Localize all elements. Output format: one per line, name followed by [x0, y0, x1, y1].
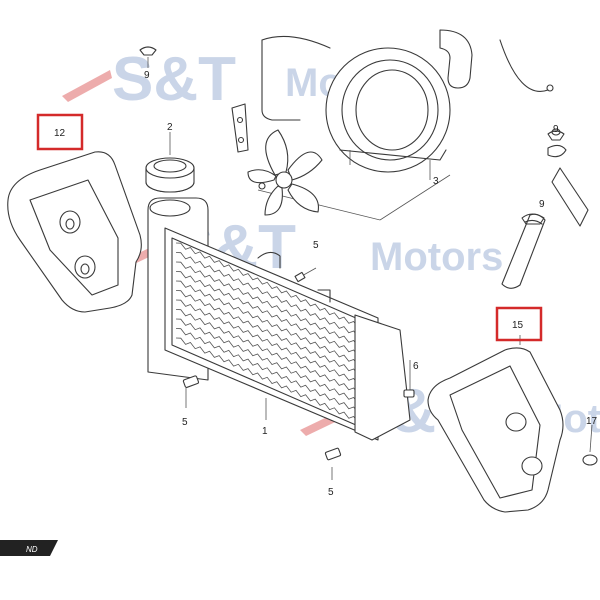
callout-5-bottom: 5: [328, 487, 334, 498]
radiator-fin-row: [175, 318, 369, 409]
bolt-5-left: [182, 375, 200, 408]
part-15-side-cover: [427, 335, 564, 513]
part-2-radiator-cap: [145, 132, 195, 193]
watermark-brand-top: S&T: [112, 45, 236, 114]
highlight-15: 15: [495, 306, 543, 342]
part-17-grommet: [582, 424, 598, 466]
radiator-fin-row: [175, 328, 369, 418]
callout-17: 17: [586, 416, 598, 427]
radiator-fin-row: [175, 290, 369, 380]
callout-9-middle: 9: [553, 124, 559, 135]
callout-6: 6: [413, 361, 419, 372]
callout-2: 2: [167, 122, 173, 133]
radiator-fin-row: [175, 337, 369, 428]
callout-9-lower: 9: [539, 199, 545, 210]
callout-12: 12: [54, 128, 66, 139]
callout-5-left: 5: [182, 417, 188, 428]
radiator-fin-row: [175, 242, 369, 333]
radiator-fin-row: [175, 299, 369, 390]
radiator-fin-row: [175, 271, 369, 361]
clip-9-middle: [547, 130, 565, 141]
bolt-5-bottom: [324, 447, 342, 480]
radiator-fin-row: [175, 261, 369, 352]
bolt-5-upper: [294, 267, 317, 283]
fan-bracket: [231, 103, 249, 153]
part-hose-right: [501, 128, 589, 289]
highlight-12: 12: [36, 113, 84, 151]
callout-9-top: 9: [144, 70, 150, 81]
clip-9-top: [139, 46, 157, 68]
part-12-side-cover: [7, 151, 142, 313]
callout-1: 1: [262, 426, 268, 437]
part-fan-blade: [247, 129, 323, 216]
radiator-fin-row: [175, 252, 369, 342]
corner-logo-text: ND: [26, 545, 38, 554]
callout-5-upper: 5: [313, 240, 319, 251]
radiator-fin-row: [175, 280, 369, 371]
bolt-6: [403, 360, 415, 398]
clip-9-lower: [521, 213, 545, 225]
part-3-fan-shroud: [257, 35, 451, 221]
part-1-radiator: [147, 197, 411, 441]
watermark-word-middle: Motors: [370, 235, 503, 279]
corner-logo: ND: [0, 540, 58, 556]
part-hose-top: [439, 29, 554, 92]
radiator-fin-row: [175, 309, 369, 399]
callout-15: 15: [512, 320, 524, 331]
radiator-fins: [175, 242, 369, 428]
callout-3: 3: [433, 176, 439, 187]
